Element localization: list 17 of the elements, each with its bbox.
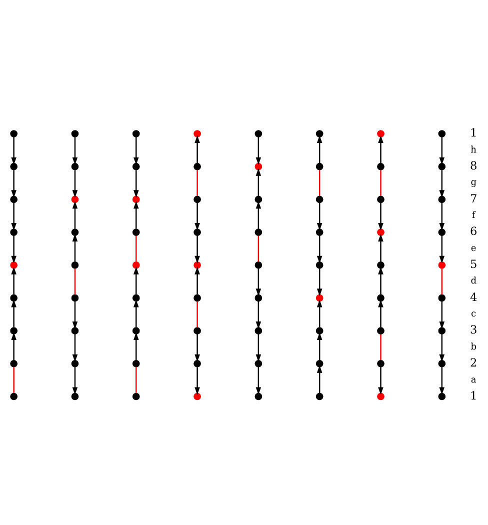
label: 6	[470, 224, 478, 238]
label: b	[470, 342, 477, 352]
label: h	[470, 144, 477, 155]
label: 1	[470, 388, 478, 402]
label: d	[470, 276, 477, 286]
label: e	[470, 243, 476, 254]
label: f	[472, 210, 476, 221]
label: 3	[470, 322, 478, 336]
label: 5	[470, 256, 478, 270]
label: 4	[470, 289, 478, 304]
label: a	[470, 374, 476, 385]
label: g	[470, 178, 477, 188]
label: 8	[470, 158, 478, 172]
label: 2	[470, 354, 478, 369]
label: 1	[470, 125, 478, 140]
label: 7	[470, 190, 478, 205]
label: c	[471, 309, 476, 320]
